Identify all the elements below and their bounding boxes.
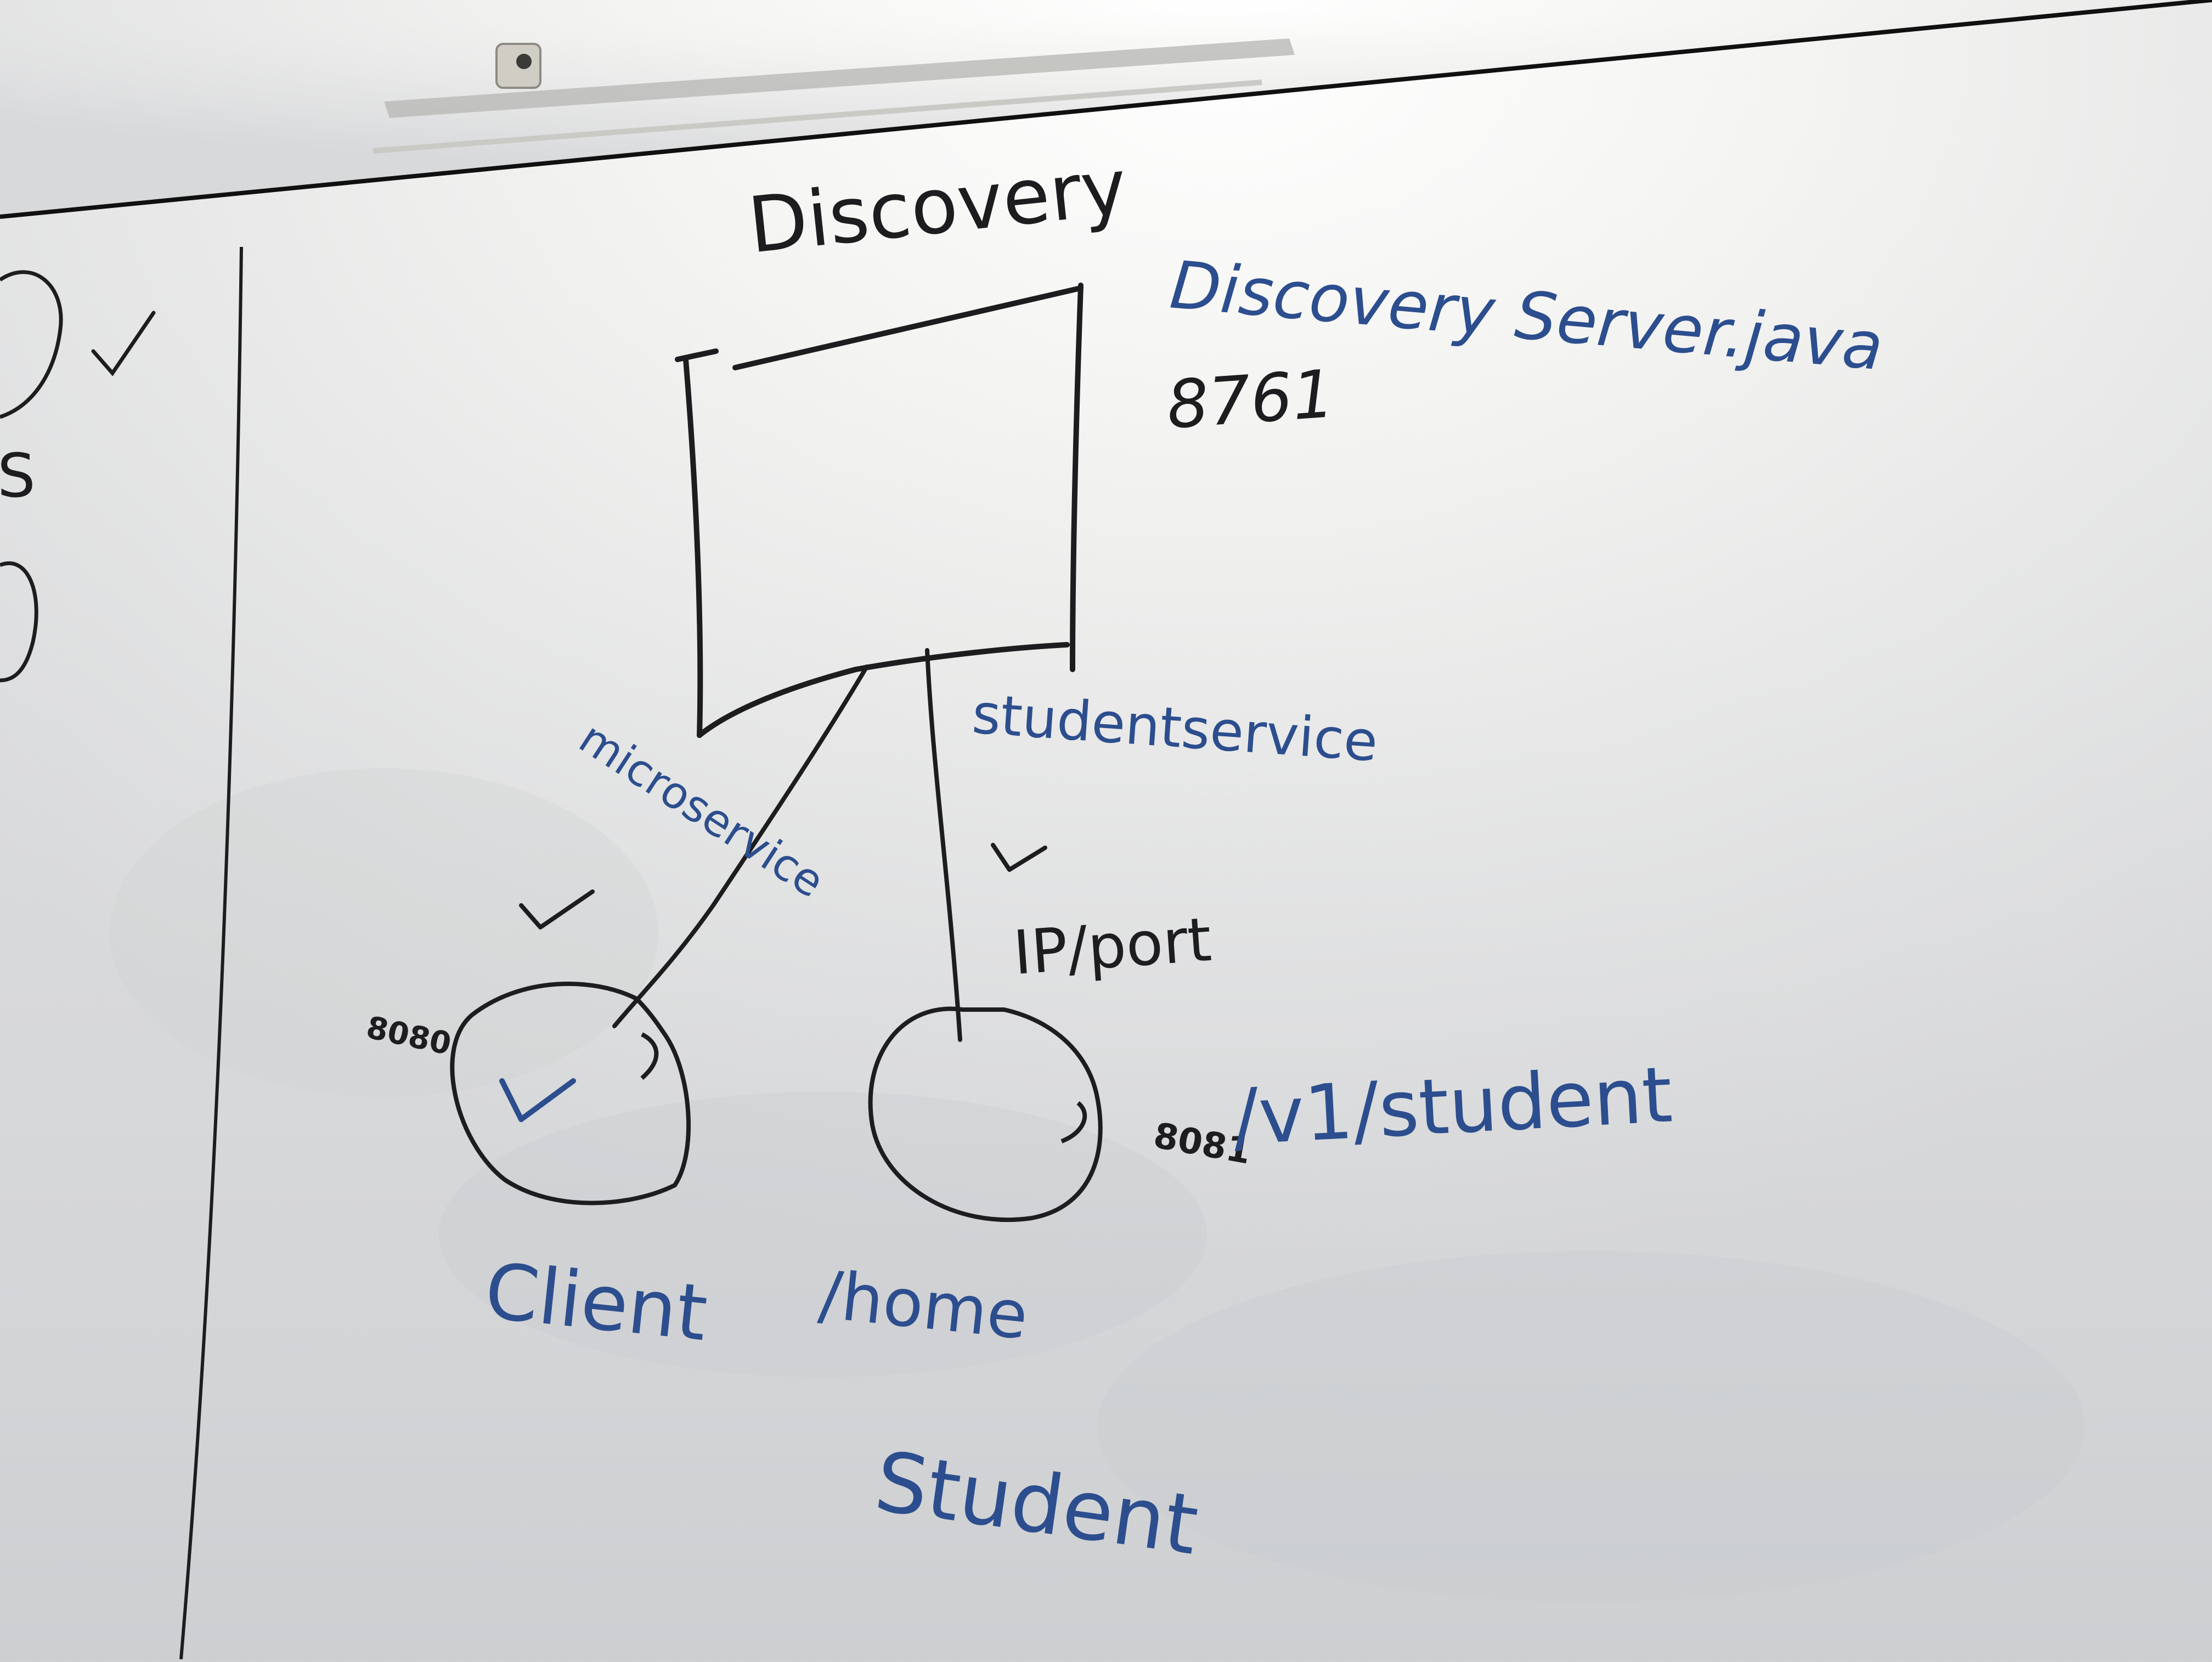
server-box-right xyxy=(1070,283,1084,672)
client-node-tick xyxy=(640,1032,659,1080)
board-frame-top xyxy=(0,0,2212,219)
ip-port-label: IP/port xyxy=(1011,904,1214,988)
margin-letter: S xyxy=(0,441,36,511)
check-icon xyxy=(991,843,1047,872)
marker-tray xyxy=(384,38,1295,118)
smudge xyxy=(439,1092,1207,1377)
tray-edge xyxy=(373,80,1262,154)
edge-to-student xyxy=(925,648,962,1042)
student-node xyxy=(868,1006,1103,1222)
smudge xyxy=(110,768,658,1097)
server-box-left xyxy=(683,357,703,738)
server-box-bottom xyxy=(697,642,1070,738)
check-icon xyxy=(519,889,595,929)
partial-cloud-shape xyxy=(0,270,63,419)
server-box-top xyxy=(732,285,1084,370)
tray-screw xyxy=(516,54,532,69)
check-icon xyxy=(91,311,156,376)
partial-cloud-shape xyxy=(0,561,38,683)
check-icon xyxy=(499,1078,576,1122)
student-node-tick xyxy=(1060,1101,1087,1143)
divider-line xyxy=(179,246,243,1660)
smudge xyxy=(1097,1251,2085,1602)
edge-to-client xyxy=(612,664,869,1028)
client-node xyxy=(450,981,691,1205)
server-port-label: 8761 xyxy=(1164,356,1336,444)
